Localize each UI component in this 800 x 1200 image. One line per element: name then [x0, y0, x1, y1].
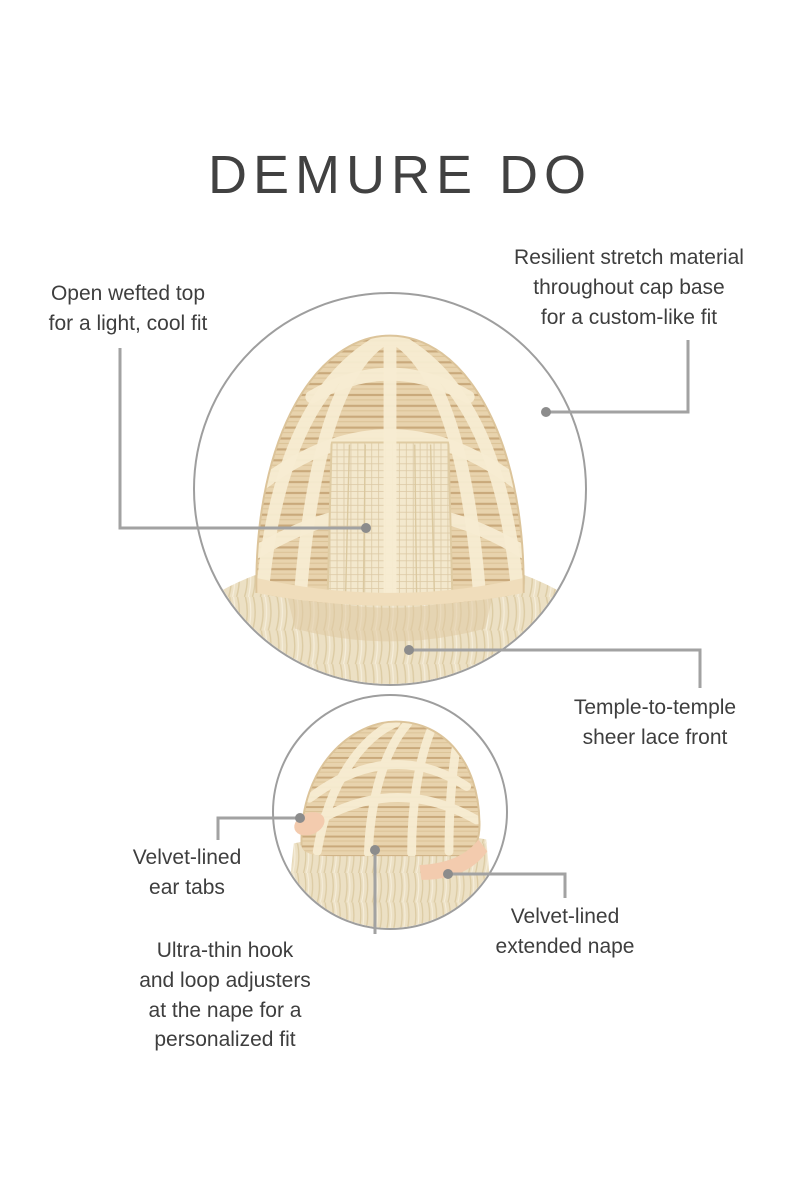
callout-temple-lace-front: Temple-to-temple sheer lace front — [573, 696, 737, 749]
callout-ear-tabs: Velvet-lined ear tabs — [132, 846, 242, 899]
cap-front-view-photo — [193, 292, 587, 686]
callout-line-resilient — [550, 340, 690, 414]
cap-side-view-photo — [272, 694, 508, 930]
page-title: DEMURE DO — [207, 145, 592, 206]
callout-open-wefted-top: Open wefted top for a light, cool fit — [48, 282, 208, 335]
callout-hook-loop-adjusters: Ultra-thin hook and loop adjusters at th… — [139, 939, 311, 1052]
callout-extended-nape: Velvet-lined extended nape — [495, 905, 635, 958]
wig-cap-front-illustration — [195, 334, 585, 684]
wig-cap-side-illustration — [285, 720, 495, 928]
callout-resilient-stretch: Resilient stretch material throughout ca… — [514, 246, 744, 329]
